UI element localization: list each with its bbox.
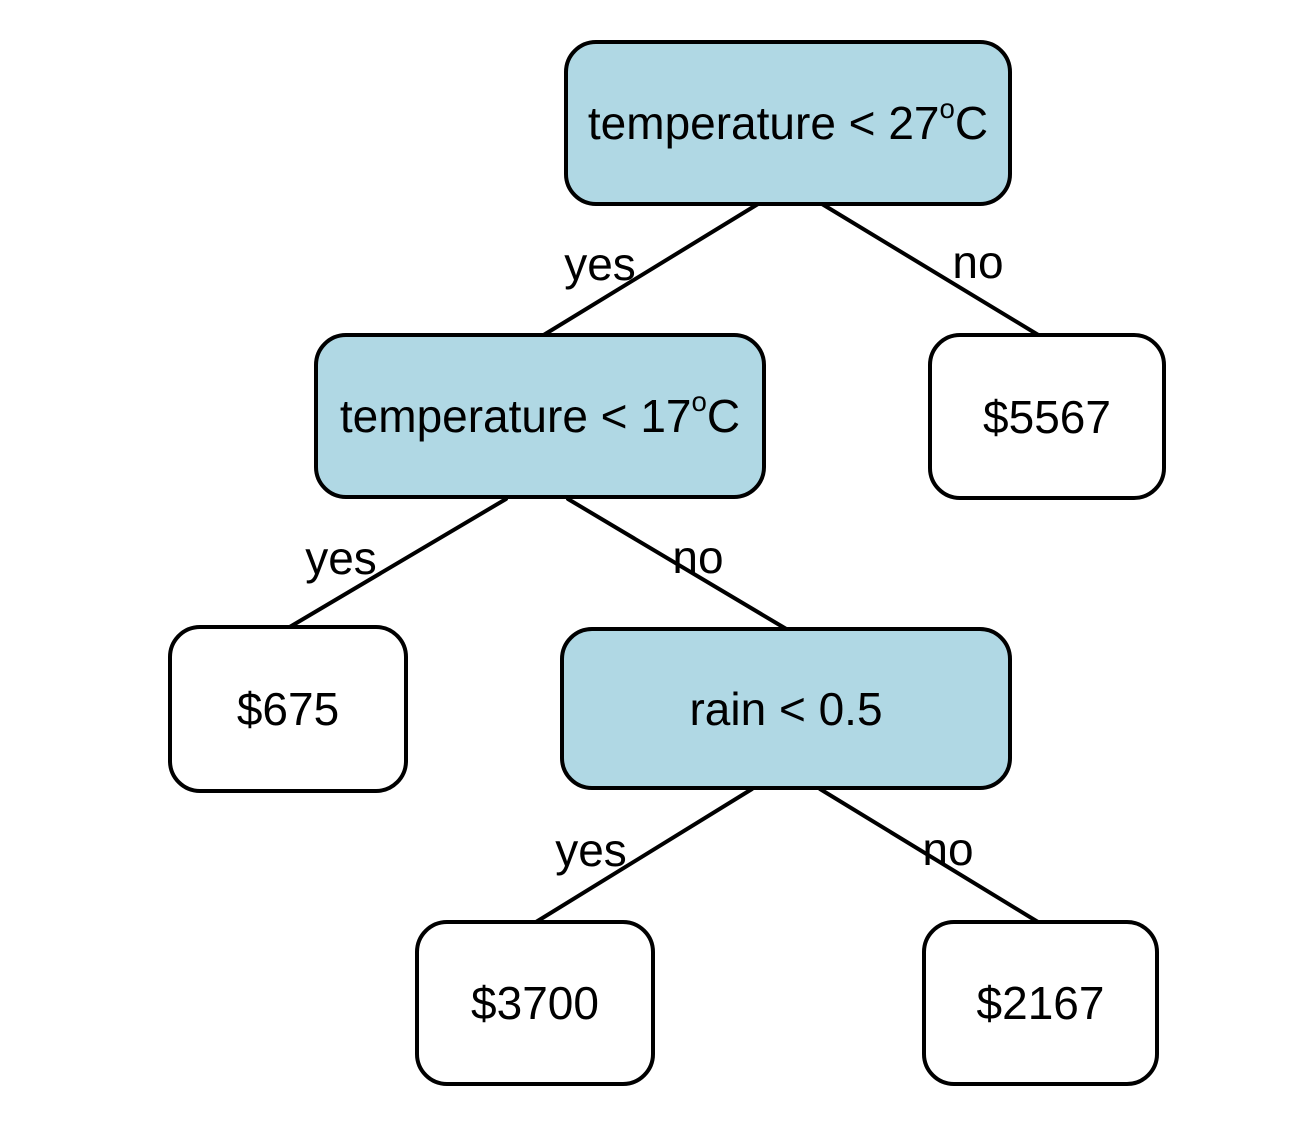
edge-rain-no bbox=[818, 787, 1040, 924]
leaf-value: $5567 bbox=[983, 390, 1111, 443]
node-rain: rain < 0.5 bbox=[560, 627, 1012, 790]
edge-root-yes bbox=[540, 202, 760, 338]
leaf-node-3700: $3700 bbox=[415, 920, 655, 1086]
edge-label-root-no: no bbox=[952, 236, 1004, 288]
leaf-node-5567: $5567 bbox=[928, 333, 1166, 500]
leaf-value: $2167 bbox=[976, 977, 1105, 1029]
edge-label-rain-yes: yes bbox=[555, 824, 627, 876]
node-label-suffix: C bbox=[706, 390, 741, 442]
degree-superscript: o bbox=[691, 385, 707, 417]
edge-root-no bbox=[820, 202, 1042, 338]
edge-temp17-yes bbox=[286, 497, 508, 630]
edge-label-root-yes: yes bbox=[564, 238, 636, 290]
leaf-value: $3700 bbox=[471, 977, 599, 1029]
node-label: rain < 0.5 bbox=[689, 682, 883, 735]
degree-superscript: o bbox=[939, 92, 955, 124]
node-label: temperature < 17 bbox=[339, 390, 692, 442]
leaf-node-2167: $2167 bbox=[922, 920, 1159, 1086]
edge-label-temp17-no: no bbox=[672, 531, 724, 583]
edge-label-rain-no: no bbox=[922, 823, 974, 875]
leaf-value: $675 bbox=[236, 683, 340, 735]
edge-temp17-no bbox=[566, 497, 790, 632]
edge-rain-yes bbox=[534, 787, 754, 924]
node-label: temperature < 27 bbox=[587, 97, 940, 149]
leaf-node-675: $675 bbox=[168, 625, 408, 793]
node-label-suffix: C bbox=[954, 97, 989, 149]
edge-label-temp17-yes: yes bbox=[305, 532, 377, 584]
